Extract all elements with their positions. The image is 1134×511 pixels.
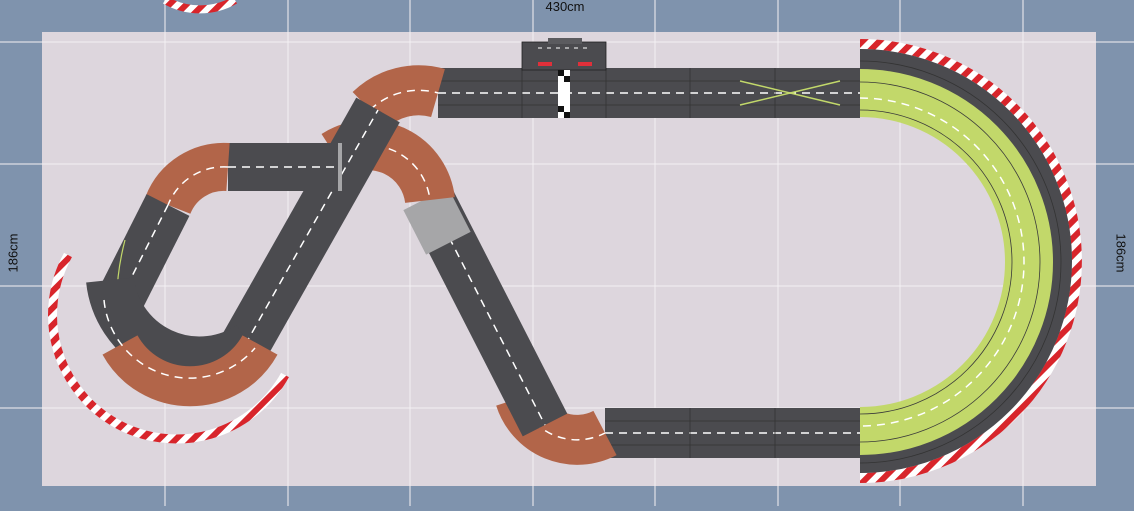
left-upper-brown-curve: [145, 142, 230, 215]
start-light-left: [538, 62, 552, 66]
bottom-straight: [605, 408, 860, 458]
height-dimension-label-left: 186cm: [5, 233, 21, 273]
descending-diagonal: [403, 187, 568, 437]
top-brown-curve: [352, 65, 445, 129]
height-dimension-label-right: 186cm: [1113, 233, 1129, 273]
top-straight: [438, 68, 860, 118]
left-hairpin: [48, 252, 289, 444]
right-hand-banked-curve: [859, 39, 1082, 483]
start-light-right: [578, 62, 592, 66]
bridge-patch: [403, 187, 471, 255]
left-upper-straight: [228, 143, 338, 191]
width-dimension-label: 430cm: [545, 0, 585, 14]
corner-curb-fragment: [163, 0, 237, 14]
start-finish-line: [558, 70, 570, 118]
crossover-section: [739, 80, 841, 106]
start-finish-gantry: [521, 38, 607, 118]
